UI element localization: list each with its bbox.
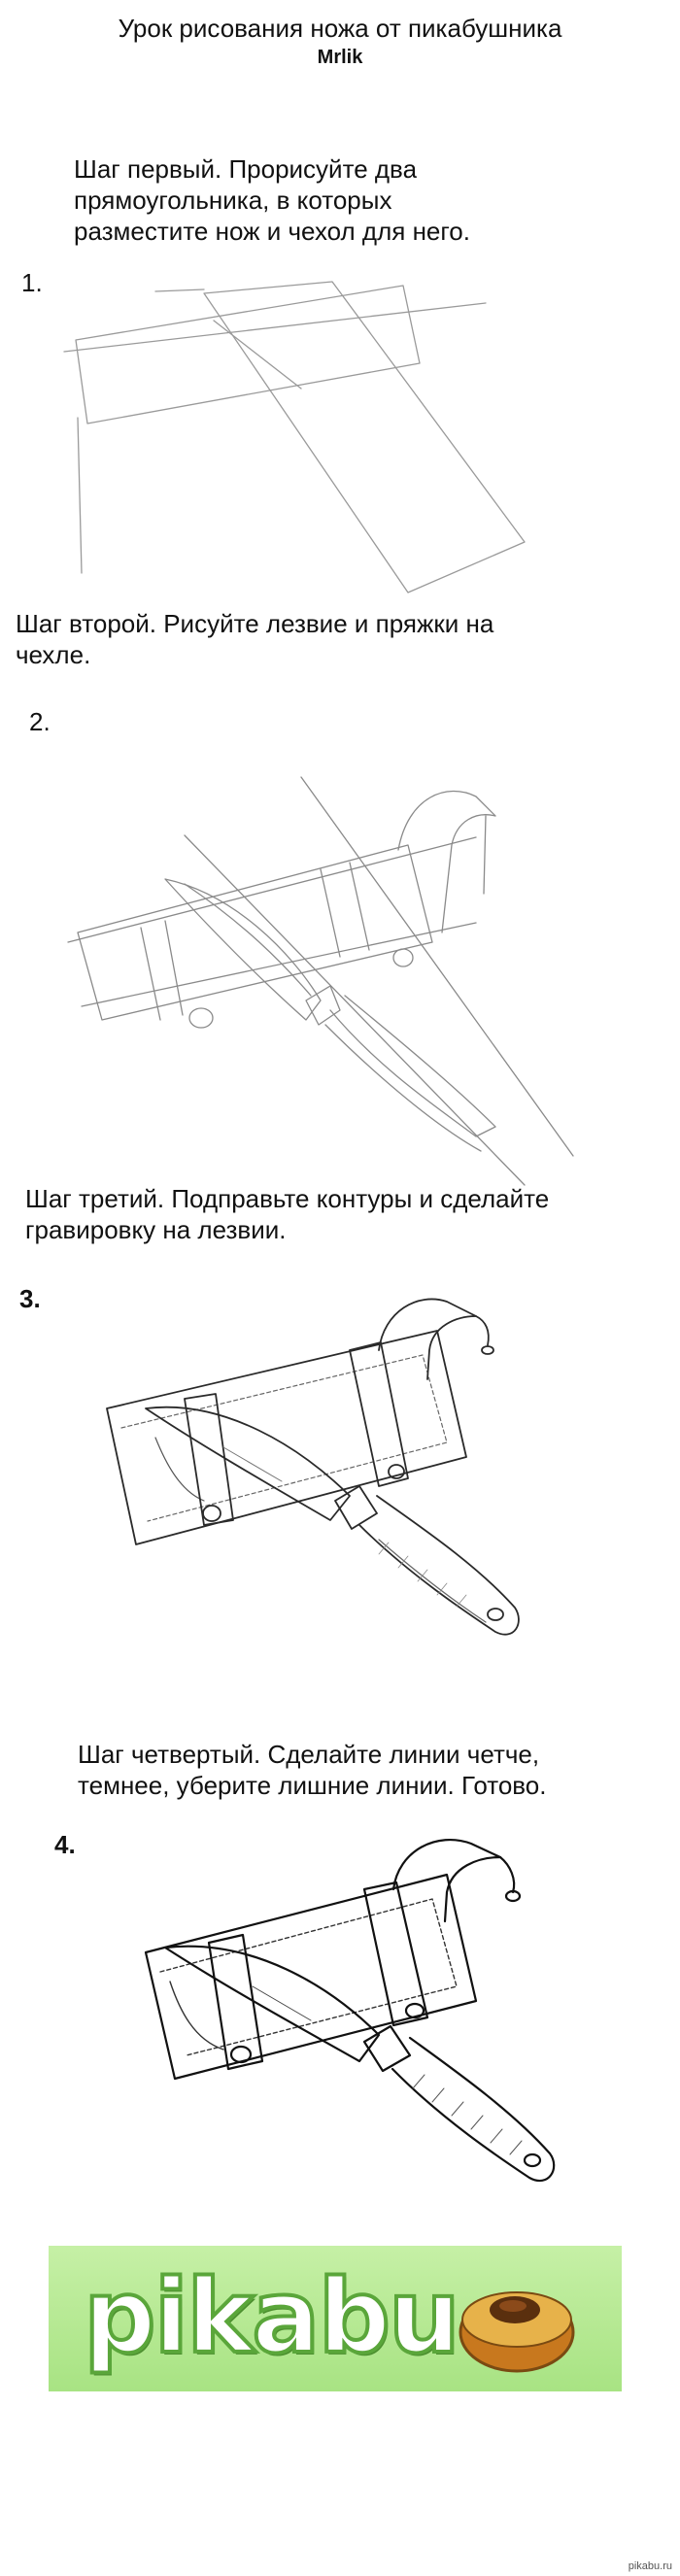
buckle-strap-left (140, 920, 184, 1021)
blade-outline (145, 1406, 351, 1521)
step-1-sketch (63, 281, 526, 593)
guard (305, 985, 341, 1026)
step-4-number: 4. (54, 1830, 76, 1859)
buckle-strap-right (362, 1881, 429, 2027)
blade-outline (164, 878, 322, 1021)
belt-loop (397, 790, 496, 933)
rivet-left (202, 1505, 221, 1522)
step-4-text: Шаг четвертый. Сделайте линии четче, тем… (78, 1740, 547, 1800)
step-4-sketch (144, 1839, 556, 2183)
knife-rectangle (203, 281, 526, 593)
step-3-number: 3. (19, 1284, 41, 1313)
blade-outline (163, 1945, 381, 2063)
step-2-sketch (67, 776, 574, 1186)
buckle-strap-left (207, 1933, 264, 2071)
sheath-outline (77, 844, 433, 1021)
handle-hatching (412, 2074, 523, 2155)
buckle-strap-right (320, 862, 370, 958)
sheath-outline (106, 1330, 467, 1545)
handle-outline (391, 2036, 556, 2183)
guard (362, 2024, 412, 2073)
step-3-text: Шаг третий. Подправьте контуры и сделайт… (25, 1184, 550, 1244)
page-title: Урок рисования ножа от пикабушника Mrlik (0, 14, 680, 72)
watermark: pikabu.ru (628, 2560, 672, 2572)
belt-loop (378, 1298, 477, 1380)
pikabu-muffin-icon (459, 2291, 575, 2373)
handle-outline (329, 995, 496, 1137)
step-2-text: Шаг второй. Рисуйте лезвие и пряжки на ч… (16, 609, 494, 669)
buckle-strap-left (184, 1393, 234, 1526)
rivet-left (229, 2045, 253, 2064)
step-2-number: 2. (29, 707, 51, 736)
guard (334, 1485, 378, 1530)
belt-loop (391, 1839, 502, 1923)
sheath-outline (144, 1873, 478, 2081)
step-3-sketch (106, 1298, 520, 1636)
rivet-left (188, 1007, 214, 1029)
rivet-right (388, 1464, 405, 1479)
author-name: Mrlik (317, 47, 363, 68)
rivet-right (392, 948, 414, 967)
handle-hatching (378, 1542, 467, 1608)
pikabu-banner: pikabu (49, 2246, 622, 2391)
step-1-number: 1. (21, 268, 43, 297)
title-line: Урок рисования ножа от пикабушника (118, 14, 562, 43)
pikabu-logo-text: pikabu (82, 2255, 462, 2378)
step-1-text: Шаг первый. Прорисуйте два прямоугольник… (74, 154, 470, 246)
handle-outline (358, 1495, 520, 1636)
buckle-strap-right (349, 1341, 409, 1487)
rivet-right (404, 2002, 425, 2019)
sheath-rectangle (75, 285, 421, 424)
